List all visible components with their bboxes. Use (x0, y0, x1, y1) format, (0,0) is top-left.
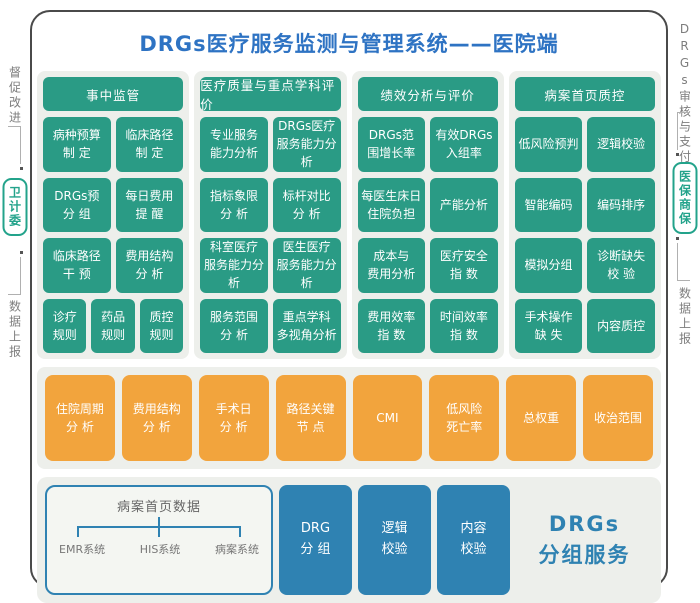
service-steps: DRG 分 组逻辑 校验内容 校验 (279, 485, 510, 595)
right-rail-bottom-label: 数据上报 (677, 287, 692, 347)
source-systems: EMR系统 HIS系统 病案系统 (59, 541, 259, 557)
metric-box: 总权重 (506, 375, 577, 461)
column-row: 每医生床日 住院负担产能分析 (357, 177, 498, 232)
service-step-box: 内容 校验 (437, 485, 510, 595)
feature-box: 临床路径 制 定 (115, 117, 184, 172)
feature-box: 模拟分组 (514, 238, 583, 293)
metric-box: 费用结构 分 析 (121, 375, 192, 461)
feature-box: 质控 规则 (139, 298, 184, 353)
left-rail-bottom-label: 数据上报 (7, 300, 22, 360)
connector-dot (676, 153, 679, 156)
tree-stem-line (158, 517, 160, 526)
feature-box: DRGs医疗 服务能力分析 (272, 117, 341, 172)
column-row: DRGs预 分 组每日费用 提 醒 (43, 177, 184, 232)
feature-box: 每医生床日 住院负担 (357, 177, 426, 232)
column-row: 病种预算 制 定临床路径 制 定 (43, 117, 184, 172)
column-row: 低风险预判逻辑校验 (514, 117, 655, 172)
feature-box: DRGs范 围增长率 (357, 117, 426, 172)
metric-box: 收治范围 (583, 375, 653, 461)
feature-box: 内容质控 (587, 298, 655, 353)
source-system-label: EMR系统 (59, 543, 106, 556)
metric-box: 手术日 分 析 (198, 375, 269, 461)
feature-box: 逻辑校验 (587, 117, 655, 172)
metric-box: 低风险 死亡率 (429, 375, 500, 461)
feature-box: 诊断缺失 校 验 (587, 238, 655, 293)
left-top-connector (8, 126, 21, 164)
column-header: 事中监管 (43, 77, 184, 111)
service-step-box: 逻辑 校验 (358, 485, 431, 595)
connector-dot (19, 251, 23, 254)
feature-box: 诊疗 规则 (43, 298, 87, 353)
feature-box: DRGs预 分 组 (43, 177, 111, 232)
column-row: 指标象限 分 析标杆对比 分 析 (200, 177, 341, 232)
column-row: 成本与 费用分析医疗安全 指 数 (357, 238, 498, 293)
feature-box: 临床路径 干 预 (43, 238, 111, 293)
feature-box: 医生医疗 服务能力分析 (272, 238, 341, 293)
left-rail: 督促改进 卫计委 数据上报 (0, 0, 30, 599)
feature-box: 编码排序 (587, 177, 655, 232)
column-row: 手术操作 缺 失内容质控 (514, 298, 655, 353)
feature-box: 每日费用 提 醒 (115, 177, 184, 232)
source-system-label: 病案系统 (215, 543, 259, 556)
feature-box: 重点学科 多视角分析 (272, 298, 341, 353)
left-rail-top-label: 督促改进 (7, 66, 22, 126)
right-rail: DRGs审核与支付 医保商保 数据上报 (670, 0, 700, 599)
feature-box: 指标象限 分 析 (200, 177, 268, 232)
column-row: DRGs范 围增长率有效DRGs 入组率 (357, 117, 498, 172)
right-bottom-connector (677, 243, 690, 281)
tree-branch-line (77, 526, 241, 537)
page-title: DRGs医疗服务监测与管理系统——医院端 (139, 32, 559, 56)
feature-box: 低风险预判 (514, 117, 583, 172)
column-header: 绩效分析与评价 (357, 77, 498, 111)
feature-box: 科室医疗 服务能力分析 (200, 238, 268, 293)
column-row: 诊疗 规则药品 规则质控 规则 (43, 298, 184, 353)
left-rail-badge: 卫计委 (2, 178, 28, 236)
data-source-panel: 病案首页数据 EMR系统 HIS系统 病案系统 (45, 485, 273, 595)
column-row: 科室医疗 服务能力分析医生医疗 服务能力分析 (200, 238, 341, 293)
source-system-label: HIS系统 (139, 543, 181, 556)
metric-box: CMI (352, 375, 423, 461)
feature-box: 病种预算 制 定 (43, 117, 111, 172)
column-row: 临床路径 干 预费用结构 分 析 (43, 238, 184, 293)
service-step-box: DRG 分 组 (279, 485, 352, 595)
column-panel-3: 绩效分析与评价 DRGs范 围增长率有效DRGs 入组率每医生床日 住院负担产能分… (351, 71, 504, 359)
feature-box: 成本与 费用分析 (357, 238, 426, 293)
column-panel-4: 病案首页质控低风险预判逻辑校验智能编码编码排序模拟分组诊断缺失 校 验手术操作 … (508, 71, 661, 359)
feature-box: 有效DRGs 入组率 (430, 117, 498, 172)
right-rail-top-label: DRGs审核与支付 (677, 22, 692, 165)
feature-box: 产能分析 (430, 177, 498, 232)
feature-box: 服务范围 分 析 (200, 298, 268, 353)
feature-box: 费用效率 指 数 (357, 298, 426, 353)
metric-box: 住院周期 分 析 (45, 375, 115, 461)
column-row: 模拟分组诊断缺失 校 验 (514, 238, 655, 293)
connector-dot (19, 167, 23, 170)
feature-box: 药品 规则 (91, 298, 135, 353)
feature-box: 医疗安全 指 数 (430, 238, 498, 293)
column-row: 服务范围 分 析重点学科 多视角分析 (200, 298, 341, 353)
column-row: 智能编码编码排序 (514, 177, 655, 232)
feature-box: 费用结构 分 析 (115, 238, 184, 293)
column-row: 费用效率 指 数时间效率 指 数 (357, 298, 498, 353)
feature-box: 智能编码 (514, 177, 583, 232)
metric-box: 路径关键 节 点 (275, 375, 346, 461)
column-header: 病案首页质控 (514, 77, 655, 111)
feature-box: 标杆对比 分 析 (272, 177, 341, 232)
left-bottom-connector (8, 257, 21, 295)
system-frame: DRGs医疗服务监测与管理系统——医院端 事中监管病种预算 制 定临床路径 制 … (30, 10, 668, 603)
connector-dot (676, 237, 679, 240)
feature-box: 专业服务 能力分析 (200, 117, 268, 172)
data-source-title: 病案首页数据 (116, 500, 201, 515)
right-top-connector (677, 112, 690, 150)
feature-box: 手术操作 缺 失 (514, 298, 583, 353)
right-rail-badge: 医保商保 (672, 162, 698, 234)
feature-box: 时间效率 指 数 (430, 298, 498, 353)
service-group-label: DRGs 分组服务 (538, 511, 631, 568)
column-header: 医疗质量与重点学科评价 (200, 77, 341, 112)
